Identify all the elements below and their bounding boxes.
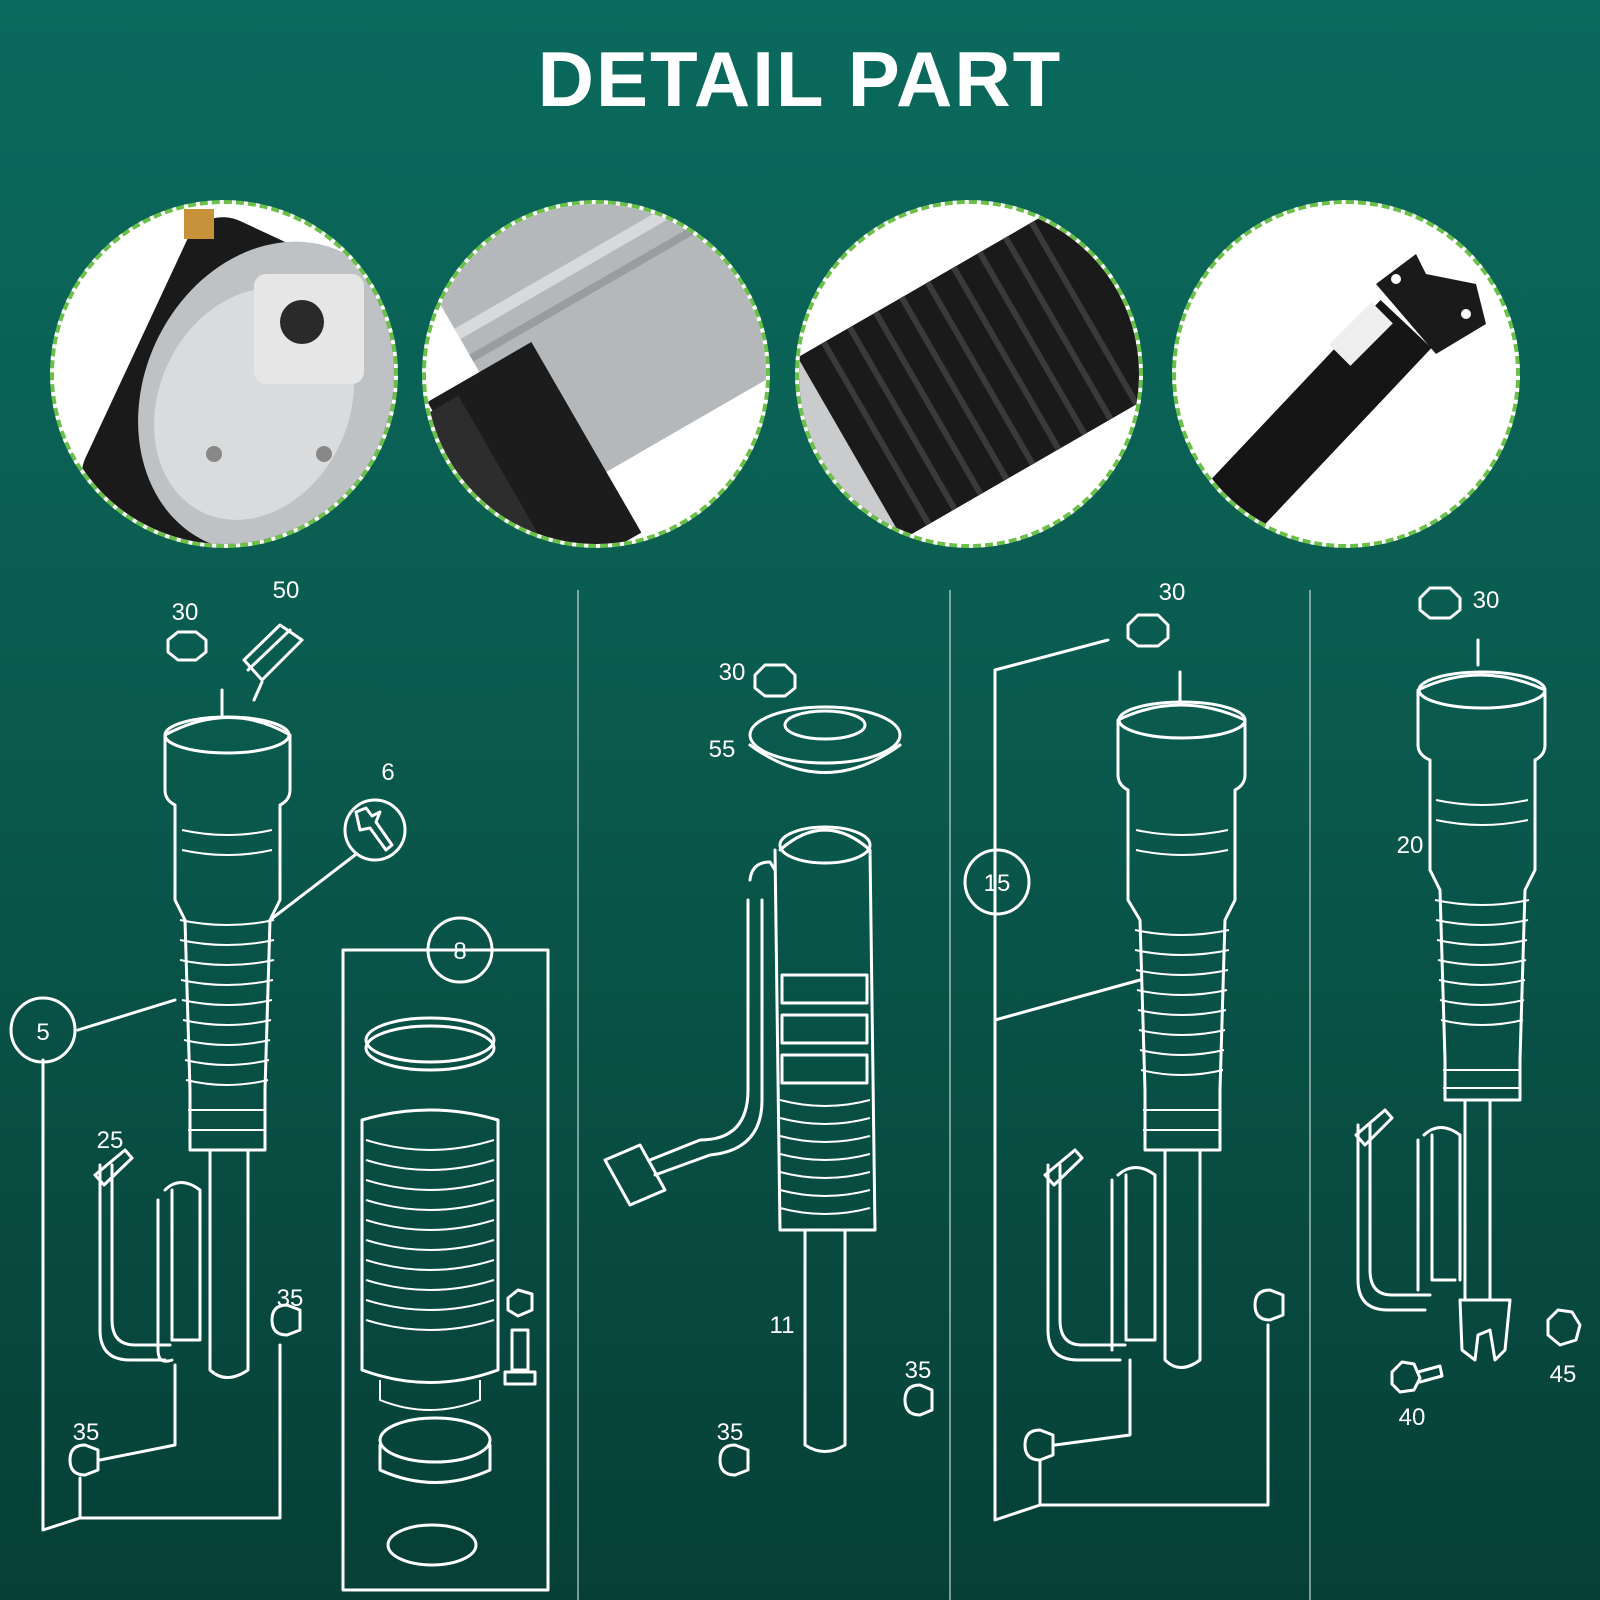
rear-shock-drawing — [603, 663, 934, 1477]
callout-55: 55 — [709, 736, 736, 763]
callout-25: 25 — [97, 1127, 124, 1154]
callout-35-col1-left: 35 — [73, 1419, 100, 1446]
callout-30-col1: 30 — [172, 599, 199, 626]
repair-kit-drawing — [341, 916, 550, 1592]
callout-30-col2: 30 — [719, 659, 746, 686]
callout-50: 50 — [273, 577, 300, 604]
photo-shock-mount-bracket — [1172, 200, 1520, 548]
callout-8: 8 — [453, 938, 466, 965]
callout-15: 15 — [984, 870, 1011, 897]
front-strut-variant-drawing — [963, 613, 1285, 1522]
callout-35-col2-left: 35 — [717, 1419, 744, 1446]
callout-40: 40 — [1399, 1404, 1426, 1431]
wrench-icon — [354, 806, 394, 852]
callout-6: 6 — [381, 759, 394, 786]
callout-5: 5 — [36, 1019, 49, 1046]
callout-30-col4: 30 — [1473, 587, 1500, 614]
callout-45: 45 — [1550, 1361, 1577, 1388]
callout-20: 20 — [1397, 832, 1424, 859]
photo-air-spring-sleeve — [422, 200, 770, 548]
callout-30-col3: 30 — [1159, 579, 1186, 606]
callout-35-col2-right: 35 — [905, 1357, 932, 1384]
callout-35-col1-right: 35 — [277, 1285, 304, 1312]
air-spring-sleeve-illustration — [426, 204, 766, 544]
photo-dust-boot — [795, 200, 1143, 548]
photo-top-mount — [50, 200, 398, 548]
page-title: DETAIL PART — [537, 35, 1063, 123]
shock-bracket-illustration — [1176, 204, 1516, 544]
strut-assembly-drawing — [1354, 586, 1582, 1394]
front-strut-drawing — [9, 623, 407, 1532]
callout-11: 11 — [770, 1312, 795, 1339]
